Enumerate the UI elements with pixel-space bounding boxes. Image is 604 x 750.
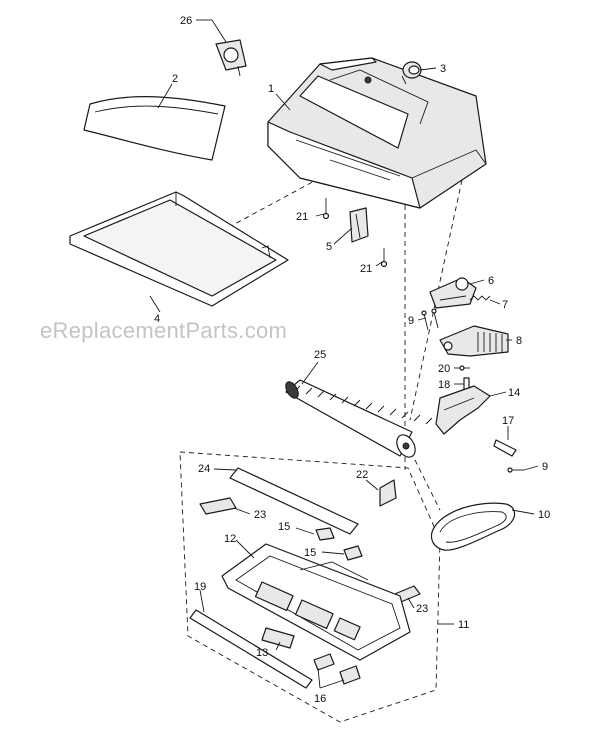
callout-9-upper: 9 <box>408 315 414 327</box>
callout-9-lower: 9 <box>542 461 548 473</box>
callout-26: 26 <box>180 15 192 27</box>
callout-11: 11 <box>458 619 469 631</box>
part-24-strip <box>229 467 359 535</box>
part-1-nozzle-housing <box>267 57 487 209</box>
callout-21-lower: 21 <box>360 263 372 275</box>
part-9-screw-lower <box>507 467 524 473</box>
assembly-box-11 <box>179 451 441 723</box>
part-13-pad <box>261 627 295 649</box>
callout-23-right: 23 <box>416 603 428 615</box>
callout-24: 24 <box>198 463 210 475</box>
part-25-brushroll <box>285 379 433 458</box>
callout-10: 10 <box>538 509 550 521</box>
part-8-lever <box>439 325 509 357</box>
callout-17: 17 <box>502 415 514 427</box>
part-17-shaft <box>493 430 517 457</box>
part-5-clip <box>349 207 369 243</box>
callout-8: 8 <box>516 335 522 347</box>
callout-13: 13 <box>256 647 268 659</box>
callout-15-upper: 15 <box>278 521 290 533</box>
leader-lines <box>149 19 539 689</box>
callout-15-lower: 15 <box>304 547 316 559</box>
callout-4: 4 <box>154 313 160 325</box>
part-2-bumper-strip <box>83 96 226 161</box>
part-20-screw <box>459 365 470 371</box>
part-6-pedal-bracket <box>429 277 477 309</box>
part-4-frame <box>69 191 289 307</box>
callout-6: 6 <box>488 275 494 287</box>
part-16-latch-left <box>313 653 335 671</box>
callout-1: 1 <box>268 83 274 95</box>
watermark-text: eReplacementParts.com <box>40 318 287 343</box>
part-19-bar <box>189 609 313 689</box>
callout-5: 5 <box>326 241 332 253</box>
part-12-base-plate <box>221 543 411 661</box>
part-14-bracket <box>435 385 491 435</box>
callout-12: 12 <box>224 533 236 545</box>
callout-25: 25 <box>314 349 326 361</box>
part-22-bracket <box>379 479 397 507</box>
callout-18: 18 <box>438 379 450 391</box>
part-23-pad-left <box>199 497 237 515</box>
part-21-screw-lower <box>380 248 388 268</box>
part-15-clip-lower <box>343 545 363 561</box>
part-9-screws-upper <box>421 308 439 331</box>
callout-22: 22 <box>356 469 368 481</box>
callout-3: 3 <box>440 63 446 75</box>
part-16-latch-right <box>339 665 361 685</box>
callout-7: 7 <box>502 299 508 311</box>
part-15-clip-upper <box>315 527 335 541</box>
callout-19: 19 <box>194 581 206 593</box>
callout-14: 14 <box>508 387 520 399</box>
callout-20: 20 <box>438 363 450 375</box>
callout-21-upper: 21 <box>296 211 308 223</box>
callout-16: 16 <box>314 693 326 705</box>
part-3-knob <box>401 61 422 85</box>
part-7-spring <box>469 295 491 301</box>
part-21-screw-upper <box>322 198 330 220</box>
part-10-belt <box>430 502 516 551</box>
callout-23-left: 23 <box>254 509 266 521</box>
callout-2: 2 <box>172 73 178 85</box>
part-26-bracket <box>215 39 247 77</box>
callout-numbers: 26 2 1 3 21 5 21 4 6 7 9 8 20 18 14 17 9… <box>154 15 550 705</box>
